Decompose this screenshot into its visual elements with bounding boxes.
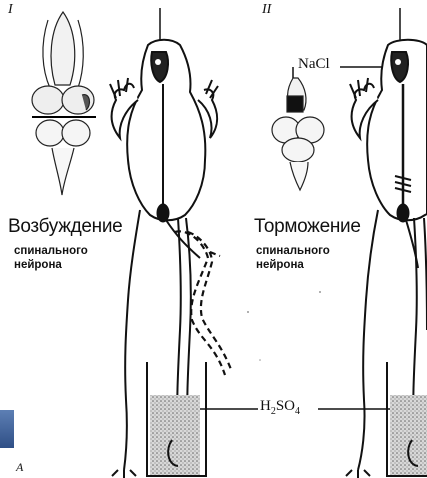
h2so4-h: H [260,398,271,414]
beaker-right [387,362,427,476]
nacl-label: NaCl [296,56,332,73]
h2so4-label: H2SO4 [258,398,302,417]
excitation-subtitle-2: нейрона [14,258,62,272]
panel-label-1: I [8,2,13,18]
withdrawn-leg-dashed [175,231,232,375]
h2so4-so: SO [276,398,295,414]
brain-transected-left [32,12,96,195]
corner-accent [0,410,14,448]
inhibition-subtitle-1: спинального [256,244,330,258]
inhibition-subtitle-2: нейрона [256,258,304,272]
print-specks [247,291,321,361]
excitation-subtitle-1: спинального [14,244,88,258]
excitation-title: Возбуждение [8,216,122,238]
corner-letter: A [16,460,23,475]
panel-label-2: II [262,2,271,18]
h2so4-sub-4: 4 [295,406,300,417]
brain-nacl-right [272,78,324,190]
inhibition-title: Торможение [254,216,361,238]
